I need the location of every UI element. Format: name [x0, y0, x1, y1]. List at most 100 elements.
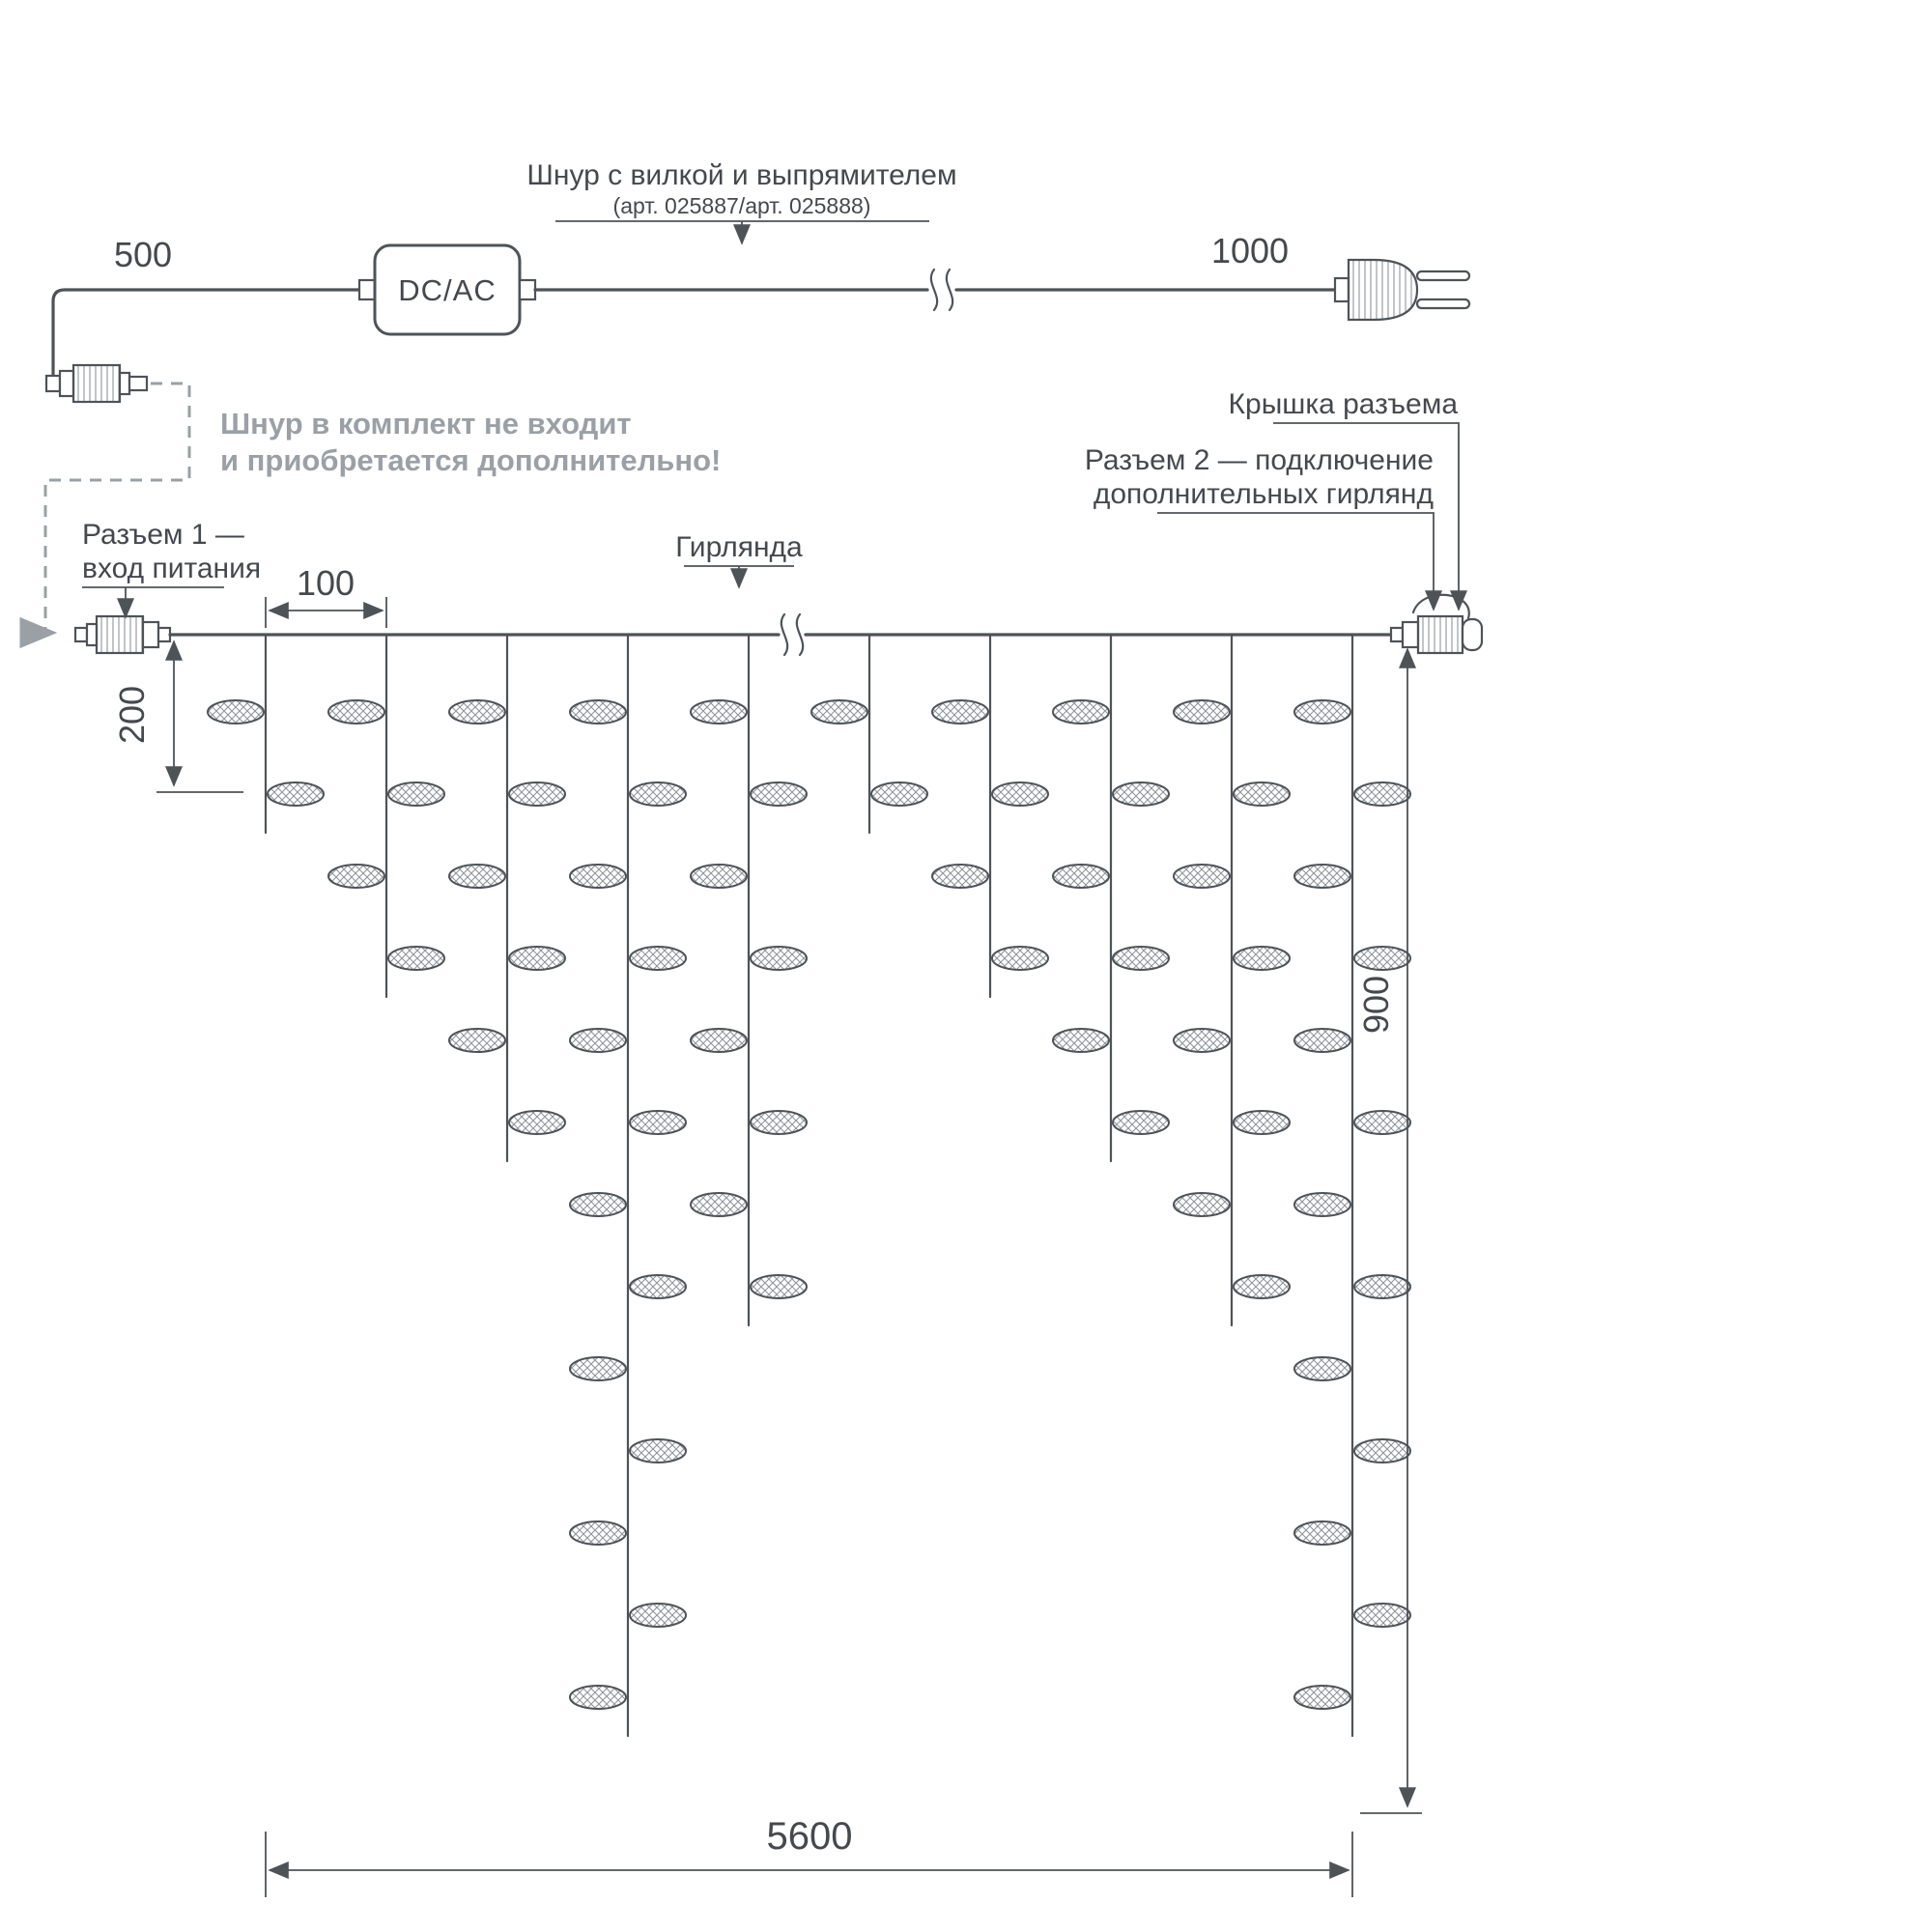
dim-5600-label: 5600 — [767, 1815, 853, 1858]
led-bulb — [1293, 864, 1351, 889]
led-bulb — [327, 864, 385, 889]
led-bulb — [448, 1028, 506, 1053]
connector2-label-line1: Разъем 2 — подключение — [1085, 444, 1434, 476]
led-bulb — [1353, 781, 1411, 807]
led-bulb — [690, 864, 748, 889]
led-bulb — [750, 946, 808, 971]
dim-100-label: 100 — [297, 563, 355, 603]
dcac-right-nub — [518, 278, 537, 301]
wire-break-icon — [780, 612, 789, 657]
led-bulb — [690, 699, 748, 724]
garland-connector1-collar — [85, 622, 99, 647]
dimensions — [82, 220, 1467, 1897]
cord-left-cable — [51, 288, 361, 378]
cord-connector-knurl — [71, 363, 122, 404]
connector2-label-line2: дополнительных гирлянд — [1094, 478, 1434, 510]
cord-connector-tip — [128, 375, 149, 392]
dcac-label: DC/AC — [398, 273, 496, 307]
plug-prong-top — [1415, 270, 1471, 282]
led-bulb — [448, 864, 506, 889]
cord-connector-body — [58, 369, 75, 398]
note-line2: и приобретается дополнительно! — [220, 443, 721, 477]
led-bulb — [1052, 699, 1110, 724]
led-bulb — [387, 781, 445, 807]
led-bulb — [1353, 1438, 1411, 1463]
led-bulb — [327, 699, 385, 724]
wire-break-icon — [795, 612, 805, 657]
led-bulb — [1112, 946, 1170, 971]
led-bulb — [931, 699, 989, 724]
plug-collar — [1333, 276, 1350, 303]
led-bulb — [629, 781, 687, 807]
garland-connector2-piece — [1389, 626, 1405, 643]
led-bulb — [1353, 946, 1411, 971]
cord-subtitle: (арт. 025887/арт. 025888) — [613, 193, 871, 218]
connector1-label-line1: Разъем 1 — — [82, 519, 244, 551]
led-bulb — [750, 781, 808, 807]
led-bulb — [1293, 1192, 1351, 1217]
led-bulb — [1112, 1110, 1170, 1135]
led-bulb — [267, 781, 325, 807]
led-bulb — [1233, 1274, 1291, 1299]
note-line1: Шнур в комплект не входит — [220, 407, 632, 440]
dashed-cord-route — [19, 382, 191, 649]
led-bulb — [508, 1110, 566, 1135]
led-bulb — [629, 1603, 687, 1628]
led-bulb — [1293, 1685, 1351, 1710]
led-bulb — [1293, 1356, 1351, 1381]
led-bulb — [569, 1192, 627, 1217]
led-bulb — [1173, 1192, 1231, 1217]
garland-connector1-knurl — [95, 614, 145, 655]
cord-connector-piece — [44, 374, 62, 393]
led-bulb — [508, 946, 566, 971]
led-bulb — [569, 1685, 627, 1710]
connector-cap-tether — [1411, 593, 1470, 620]
led-bulb — [629, 1438, 687, 1463]
led-bulb — [629, 946, 687, 971]
led-bulb — [1353, 1603, 1411, 1628]
led-bulb — [448, 699, 506, 724]
led-bulb — [387, 946, 445, 971]
led-bulb — [750, 1110, 808, 1135]
led-bulb — [1052, 1028, 1110, 1053]
led-bulb — [750, 1274, 808, 1299]
connector-cap — [1461, 617, 1484, 652]
connector2-leader — [1157, 512, 1442, 611]
led-bulb — [1293, 699, 1351, 724]
garland-connector1-piece — [156, 626, 172, 643]
garland-label: Гирлянда — [675, 531, 803, 563]
led-bulb — [1233, 1110, 1291, 1135]
led-bulb — [569, 699, 627, 724]
garland-assembly — [73, 593, 1484, 1738]
cord-connector-collar — [118, 371, 131, 396]
led-bulb — [569, 1356, 627, 1381]
dim-900-label: 900 — [1356, 976, 1396, 1034]
dcac-left-nub — [357, 278, 377, 301]
dim-200-label: 200 — [112, 686, 152, 744]
cap-label: Крышка разъема — [1229, 388, 1459, 420]
led-bulb — [1293, 1520, 1351, 1546]
led-bulb — [1173, 864, 1231, 889]
led-bulb — [1233, 946, 1291, 971]
led-bulb — [1233, 781, 1291, 807]
led-bulb — [1173, 699, 1231, 724]
led-bulb — [569, 864, 627, 889]
led-bulb — [810, 699, 868, 724]
cord-break-icon — [929, 268, 939, 312]
dim-500-label: 500 — [114, 235, 172, 274]
led-bulb — [629, 1274, 687, 1299]
connector1-label-line2: вход питания — [82, 553, 261, 584]
led-bulb — [569, 1520, 627, 1546]
led-bulb — [690, 1192, 748, 1217]
led-bulb — [1173, 1028, 1231, 1053]
led-bulb — [991, 781, 1049, 807]
garland-connector1-body — [141, 620, 160, 649]
led-bulb — [870, 781, 928, 807]
led-bulb — [690, 1028, 748, 1053]
led-bulb — [629, 1110, 687, 1135]
led-bulb — [1353, 1110, 1411, 1135]
cord-title: Шнур с вилкой и выпрямителем — [526, 159, 956, 191]
led-bulb — [991, 946, 1049, 971]
